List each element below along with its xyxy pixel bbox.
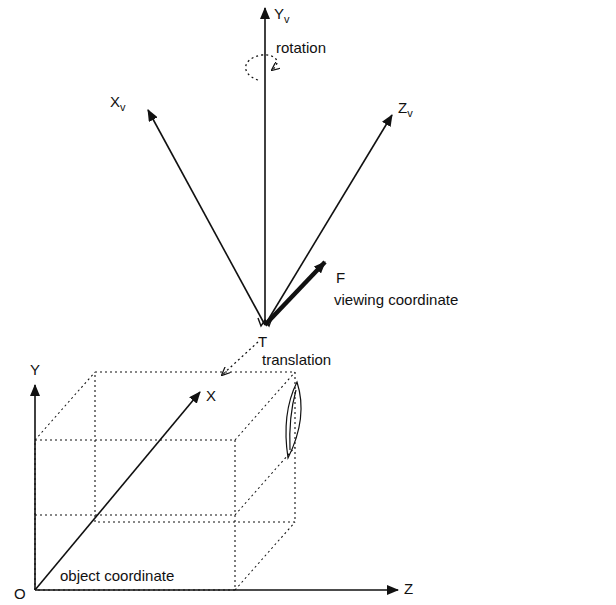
focal-vector bbox=[265, 262, 325, 325]
leaf-object bbox=[286, 382, 301, 458]
vector-label: F bbox=[336, 270, 345, 287]
motion-label: rotation bbox=[276, 40, 326, 57]
axis-label: Xv bbox=[110, 94, 126, 111]
point-label: O bbox=[14, 586, 26, 603]
object-axes bbox=[35, 385, 398, 590]
rotation-arc bbox=[246, 55, 277, 80]
axis-label: Z bbox=[404, 581, 413, 598]
axis-label: Zv bbox=[398, 100, 413, 117]
caption-label: object coordinate bbox=[60, 568, 174, 585]
dotted-box bbox=[35, 372, 295, 590]
viewing-axes bbox=[148, 8, 392, 325]
axis-label: Yv bbox=[274, 6, 290, 23]
caption-label: viewing coordinate bbox=[334, 292, 458, 309]
eye-symbol bbox=[258, 318, 272, 326]
point-label: T bbox=[258, 334, 267, 351]
axis-label: X bbox=[206, 388, 216, 405]
motion-label: translation bbox=[262, 352, 331, 369]
translation-arrow bbox=[222, 342, 258, 375]
axis-label: Y bbox=[30, 362, 40, 379]
